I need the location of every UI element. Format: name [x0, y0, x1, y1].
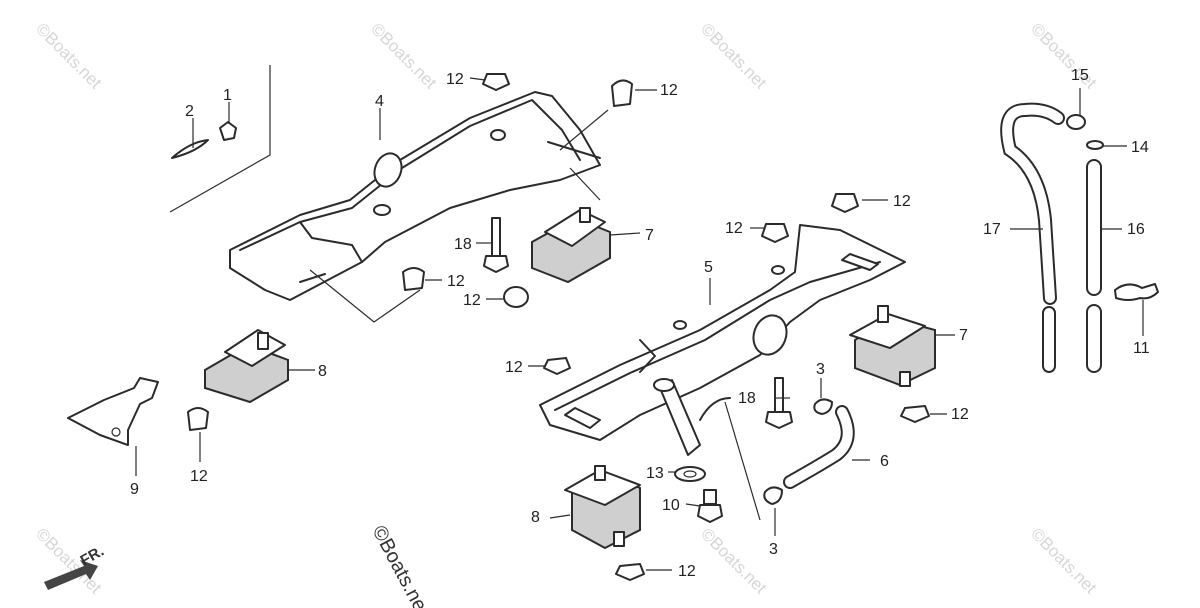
- callout-12: 12: [951, 406, 969, 423]
- watermark: ©Boats.net: [1027, 524, 1100, 597]
- part-7-mount-upper: [531, 207, 611, 284]
- callout-18: 18: [738, 390, 756, 407]
- part-13-washer: [674, 466, 706, 482]
- callout-6: 6: [880, 453, 889, 470]
- part-11-clip: [1114, 283, 1159, 301]
- callout-12: 12: [463, 292, 481, 309]
- part-9-plate: [67, 377, 159, 446]
- callout-labels: 1 2 4 12 12 7 18 12 12 8 12 9 12 12 5 12…: [130, 67, 1150, 580]
- callout-8: 8: [318, 363, 327, 380]
- leader-lines: [135, 77, 1144, 571]
- callout-2: 2: [185, 103, 194, 120]
- part-6-hose: [783, 405, 855, 489]
- watermark: ©Boats.net: [697, 19, 770, 92]
- callout-10: 10: [662, 497, 680, 514]
- callout-8: 8: [531, 509, 540, 526]
- callout-1: 1: [223, 87, 232, 104]
- part-3-clamp-upper: [813, 398, 833, 415]
- callout-12: 12: [893, 193, 911, 210]
- callout-7: 7: [959, 327, 968, 344]
- part-18-bolt-lower: [765, 377, 793, 429]
- callout-12: 12: [447, 273, 465, 290]
- callout-12: 12: [678, 563, 696, 580]
- part-1-cap: [219, 121, 237, 141]
- callout-12: 12: [190, 468, 208, 485]
- part-10-bolt: [697, 489, 723, 523]
- callout-17: 17: [983, 221, 1001, 238]
- callout-13: 13: [646, 465, 664, 482]
- callout-3: 3: [816, 361, 825, 378]
- part-17-hose: [1000, 102, 1065, 373]
- part-15-clip: [1066, 114, 1086, 130]
- watermark-dark: ©Boats.net: [368, 522, 434, 608]
- part-7-mount-right: [849, 305, 936, 387]
- callout-11: 11: [1133, 340, 1150, 357]
- callout-5: 5: [704, 259, 713, 276]
- watermark: ©Boats.net: [1027, 19, 1100, 92]
- callout-12: 12: [660, 82, 678, 99]
- callout-16: 16: [1127, 221, 1145, 238]
- reference-line: [169, 65, 271, 213]
- part-8-mount-left: [204, 329, 289, 404]
- callout-9: 9: [130, 481, 139, 498]
- callout-12: 12: [505, 359, 523, 376]
- callout-4: 4: [375, 93, 384, 110]
- part-14-ring: [1086, 140, 1104, 150]
- part-5-lower-bracket: [539, 224, 906, 521]
- part-18-bolt-upper: [483, 217, 509, 273]
- callout-3: 3: [769, 541, 778, 558]
- part-8-mount-bottom: [564, 465, 641, 550]
- part-4-upper-bracket: [229, 91, 609, 323]
- callout-12: 12: [446, 71, 464, 88]
- callout-15: 15: [1071, 67, 1089, 84]
- callout-12: 12: [725, 220, 743, 237]
- watermark: ©Boats.net: [367, 19, 440, 92]
- part-2-clip: [171, 139, 209, 159]
- callout-14: 14: [1131, 139, 1149, 156]
- part-16-tube: [1086, 159, 1102, 373]
- callout-18: 18: [454, 236, 472, 253]
- part-3-clamp-lower: [763, 486, 783, 505]
- watermark: ©Boats.net: [32, 19, 105, 92]
- part-12-nut: [187, 73, 930, 581]
- callout-7: 7: [645, 227, 654, 244]
- watermark: ©Boats.net: [697, 524, 770, 597]
